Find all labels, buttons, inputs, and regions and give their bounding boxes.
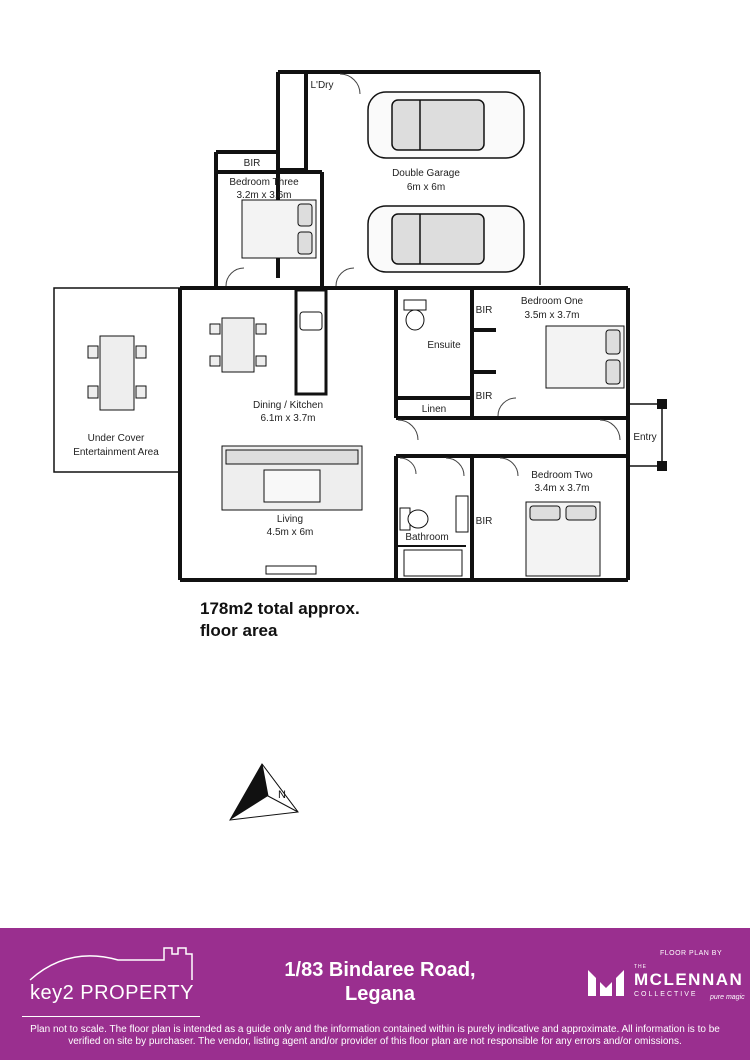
undercover-area xyxy=(53,287,181,473)
ensuite-label: Ensuite xyxy=(427,340,461,351)
undercover-label: Entertainment Area xyxy=(73,447,159,458)
undercover-label: Under Cover xyxy=(88,433,145,444)
floor-area-text: 178m2 total approx. floor area xyxy=(200,598,360,642)
toilet-icon xyxy=(399,507,429,531)
dining-kitchen-dim: 6.1m x 3.7m xyxy=(260,413,315,424)
bed-icon xyxy=(525,501,601,577)
living-label: Living xyxy=(277,514,303,525)
bedroom-three-dim: 3.2m x 3.6m xyxy=(236,190,291,201)
bathroom-label: Bathroom xyxy=(405,532,448,543)
sink-icon xyxy=(299,311,323,331)
disclaimer: Plan not to scale. The floor plan is int… xyxy=(30,1024,720,1047)
linen-label: Linen xyxy=(422,404,446,415)
bir-label: BIR xyxy=(476,305,493,316)
garage-label: Double Garage xyxy=(392,168,460,179)
brand-the: THE xyxy=(634,964,647,970)
brand-sub: COLLECTIVE xyxy=(634,991,698,998)
entry-post-top xyxy=(657,399,667,409)
entry-label: Entry xyxy=(633,432,656,443)
bed-icon xyxy=(545,325,625,389)
entry-porch xyxy=(628,403,663,467)
brand-tagline: pure magic xyxy=(710,994,745,1001)
sofa-icon xyxy=(221,445,363,511)
bedroom-two-label: Bedroom Two xyxy=(531,470,593,481)
compass-north-label: N xyxy=(278,789,286,801)
dining-table-icon xyxy=(209,317,267,373)
bir-label: BIR xyxy=(476,391,493,402)
living-dim: 4.5m x 6m xyxy=(267,527,314,538)
mclennan-logo: THE MCLENNAN COLLECTIVE pure magic xyxy=(586,964,746,1004)
house-outline-icon xyxy=(29,947,193,981)
tv-unit-icon xyxy=(265,565,317,575)
divider xyxy=(22,1016,200,1017)
outdoor-table-icon xyxy=(87,335,147,411)
basin-icon xyxy=(455,495,469,533)
address-line2: Legana xyxy=(344,983,416,1005)
garage-dim: 6m x 6m xyxy=(407,182,445,193)
mclennan-mark-icon xyxy=(588,970,624,996)
floor-area-line2: floor area xyxy=(200,621,278,640)
brand-name: MCLENNAN xyxy=(634,970,744,989)
entry-post-bottom xyxy=(657,461,667,471)
floor-area-line1: 178m2 total approx. xyxy=(200,599,360,618)
compass-icon: N xyxy=(229,763,299,821)
bedroom-one-dim: 3.5m x 3.7m xyxy=(524,310,579,321)
dining-kitchen-label: Dining / Kitchen xyxy=(253,400,323,411)
walls xyxy=(178,70,630,582)
car-icon xyxy=(367,205,525,273)
toilet-icon xyxy=(403,299,427,331)
bedroom-two-dim: 3.4m x 3.7m xyxy=(534,483,589,494)
address: 1/83 Bindaree Road, Legana xyxy=(250,958,510,1006)
door-swings xyxy=(225,73,621,477)
key2-logo: key2 PROPERTY xyxy=(22,938,202,1017)
bedroom-three-label: Bedroom Three xyxy=(229,177,299,188)
bir-label: BIR xyxy=(244,158,261,169)
bir-label: BIR xyxy=(476,516,493,527)
bed-icon xyxy=(241,199,317,259)
key2-logo-text: key2 PROPERTY xyxy=(30,982,194,1004)
bath-icon xyxy=(403,549,463,577)
laundry-label: L'Dry xyxy=(310,80,333,91)
bedroom-one-label: Bedroom One xyxy=(521,296,584,307)
floor-plan-by-label: FLOOR PLAN BY xyxy=(660,950,723,957)
car-icon xyxy=(367,91,525,159)
footer-banner: key2 PROPERTY 1/83 Bindaree Road, Legana… xyxy=(0,928,750,1060)
address-line1: 1/83 Bindaree Road, xyxy=(284,959,476,981)
